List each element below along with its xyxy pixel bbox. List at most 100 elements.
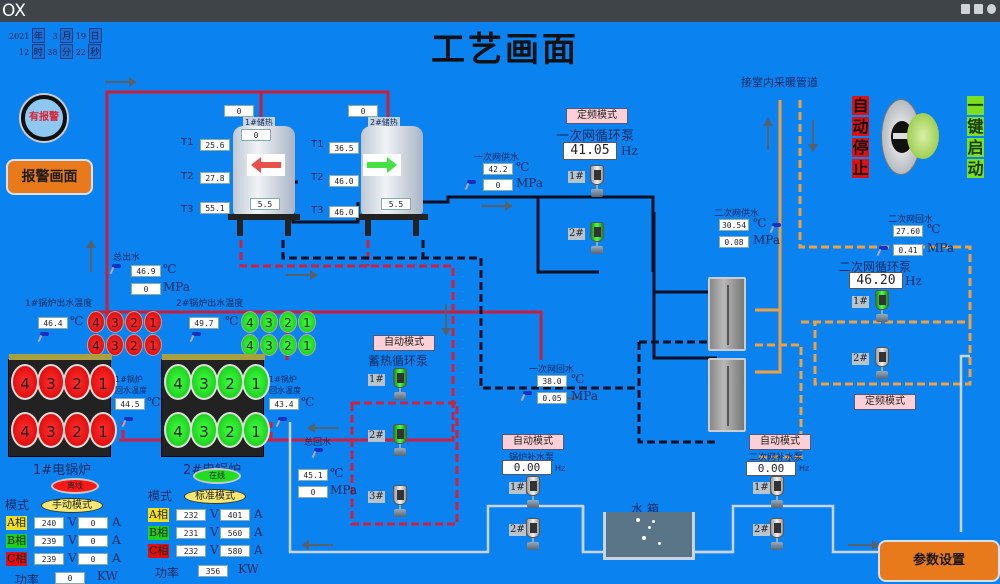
datetime-display: 2021 年 3 月 19 日 12 时 38 分 22 秒: [9, 28, 102, 59]
boiler2-heater-led: 3: [190, 412, 218, 448]
month-value: 3: [52, 32, 58, 41]
monitor-icon[interactable]: [961, 4, 970, 14]
boiler1-phase-label: C相: [6, 552, 28, 566]
boiler2-heater-led: 2: [216, 412, 244, 448]
boiler2-small-led: 4: [241, 311, 259, 333]
parameter-settings-button[interactable]: 参数设置: [878, 540, 1000, 582]
tank1-level: 0: [241, 129, 271, 141]
download-icon[interactable]: [974, 4, 983, 14]
boiler1-small-led: 1: [144, 334, 162, 356]
process-canvas: 2021 年 3 月 19 日 12 时 38 分 22 秒 工艺画面 有报警 …: [3, 22, 1000, 584]
day-value: 19: [75, 32, 86, 41]
temperature-sensor-icon: [109, 264, 121, 274]
tank1-t1: 25.6: [200, 139, 230, 151]
boiler2-return-temp: 43.4: [269, 398, 299, 410]
boiler1-phase-current: 0: [78, 553, 108, 565]
boiler2-heater-led: 1: [242, 364, 270, 400]
second-unit: 秒: [88, 44, 102, 59]
tank2-t2: 46.0: [329, 175, 359, 187]
boiler1-heater-led: 4: [11, 364, 39, 400]
main-return-pressure: 0: [298, 486, 328, 498]
primary-supply-label: 一次网供水: [474, 153, 520, 163]
boiler2-heater-led: 4: [164, 364, 192, 400]
boiler2-small-led: 2: [279, 334, 297, 356]
alarm-screen-button[interactable]: 报警画面: [6, 159, 93, 195]
boiler-makeup-pump-mode[interactable]: 自动模式: [502, 434, 564, 450]
one-key-switch[interactable]: [881, 99, 939, 175]
secondary-pump-tag: 1#: [852, 296, 869, 308]
hour-value: 12: [19, 48, 30, 57]
tank1-top-value: 0: [224, 105, 254, 117]
boiler1-outlet-temp: 46.4: [38, 317, 68, 329]
temp-unit: ℃: [301, 395, 315, 409]
primary-pump-title: 一次网循环泵: [556, 129, 635, 144]
secondary-makeup-pump-mode[interactable]: 自动模式: [749, 434, 811, 450]
boiler1-phase-current: 0: [78, 517, 108, 529]
pump-motor-icon[interactable]: [393, 368, 407, 400]
pump-motor-icon[interactable]: [526, 476, 540, 508]
boiler1-phase-label: A相: [6, 516, 27, 530]
boiler2-heater-led: 2: [216, 364, 244, 400]
boiler1-heater-led: 2: [63, 412, 91, 448]
volt-unit: V: [210, 543, 219, 557]
secondary-pump-tag: 2#: [852, 353, 869, 365]
boiler2-mode-button[interactable]: 标准模式: [184, 489, 246, 504]
boiler1-phase-voltage: 240: [34, 517, 64, 529]
secondary-return-label: 二次网回水: [888, 215, 934, 225]
boiler1-return-label-1: 1#锅炉: [115, 375, 143, 384]
one-key-stop-char: 自: [852, 96, 869, 115]
boiler1-small-led: 4: [87, 334, 105, 356]
flow-arrow-left: [301, 540, 333, 550]
alarm-indicator[interactable]: 有报警: [21, 95, 67, 141]
amp-unit: A: [254, 543, 263, 557]
pressure-unit: MPa: [330, 483, 357, 497]
gear-icon[interactable]: [987, 4, 996, 14]
pump-motor-icon[interactable]: [770, 476, 784, 508]
volt-unit: V: [68, 533, 77, 547]
pump-motor-icon[interactable]: [590, 165, 604, 197]
boiler2-power: 356: [198, 565, 228, 577]
primary-pump-tag: 2#: [568, 228, 585, 240]
tank2-top-value: 0: [348, 105, 378, 117]
storage-pump-mode[interactable]: 自动模式: [373, 335, 435, 351]
pipe-network: [93, 90, 972, 554]
boiler1-mode-button[interactable]: 手动模式: [41, 498, 103, 513]
one-key-start-char: 启: [967, 138, 984, 157]
minute-unit: 分: [60, 44, 74, 59]
primary-pump-mode[interactable]: 定频模式: [566, 108, 628, 124]
pump-motor-icon[interactable]: [590, 222, 604, 254]
boiler1-heater-led: 4: [11, 412, 39, 448]
boiler2-status: 在线: [193, 468, 241, 484]
main-outlet-temp: 46.9: [131, 265, 161, 277]
pump-motor-icon[interactable]: [393, 424, 407, 456]
pump-motor-icon[interactable]: [393, 485, 407, 517]
amp-unit: A: [254, 507, 263, 521]
boiler1-return-temp: 44.5: [115, 398, 145, 410]
temperature-sensor-icon: [189, 332, 201, 342]
boiler1-heater-led: 1: [89, 412, 117, 448]
boiler2-phase-voltage: 232: [176, 545, 206, 557]
storage-pump-title: 蓄热循环泵: [368, 354, 429, 368]
pump-motor-icon[interactable]: [875, 347, 889, 379]
amp-unit: A: [112, 551, 121, 565]
flow-arrow-down: [441, 304, 451, 336]
secondary-pump-title: 二次网循环泵: [839, 260, 912, 274]
boiler1-return-label-2: 回水温度: [115, 386, 147, 395]
secondary-makeup-pump-tag: 2#: [753, 524, 770, 536]
pressure-unit: MPa: [927, 241, 954, 255]
secondary-pump-mode[interactable]: 定频模式: [854, 394, 916, 410]
one-key-stop-char: 止: [852, 159, 869, 178]
pressure-unit: MPa: [516, 176, 543, 190]
pump-motor-icon[interactable]: [875, 290, 889, 322]
tank2-storage: [356, 126, 428, 236]
heat-exchanger-2: [708, 358, 746, 432]
pump-motor-icon[interactable]: [770, 518, 784, 550]
minute-value: 38: [47, 48, 58, 57]
kw-unit: KW: [97, 569, 118, 583]
pump-motor-icon[interactable]: [526, 518, 540, 550]
boiler2-phase-current: 401: [220, 509, 250, 521]
boiler1-mode-label: 模式: [5, 498, 30, 512]
hz-unit: Hz: [905, 274, 922, 288]
water-tank: [603, 512, 695, 560]
